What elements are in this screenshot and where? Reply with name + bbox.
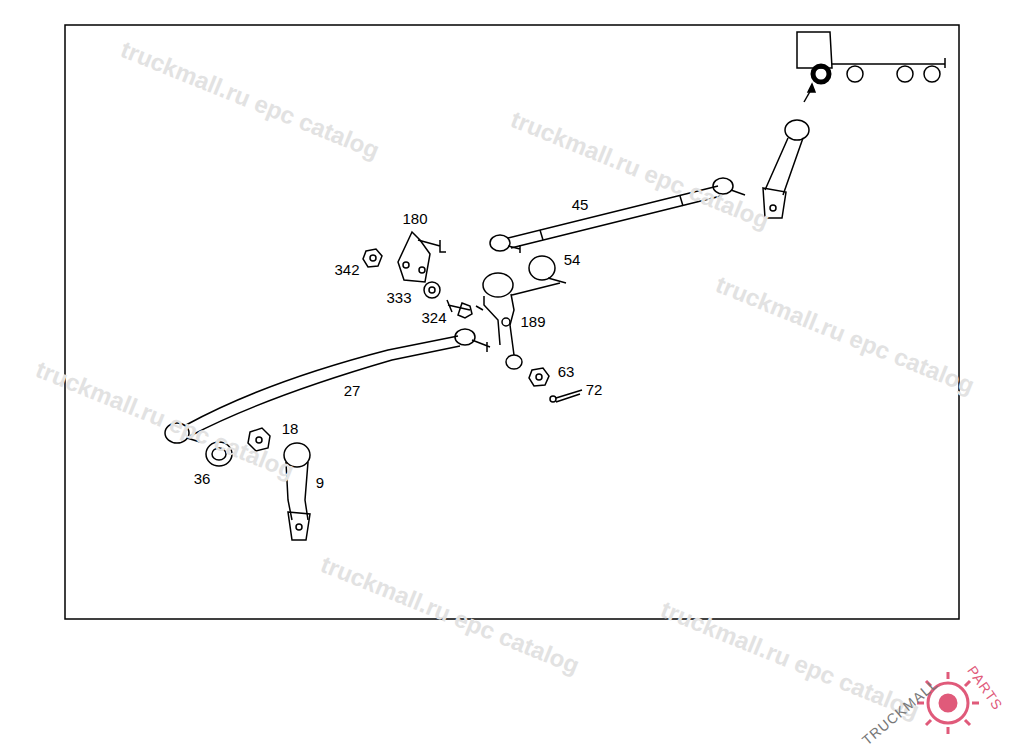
washer [424, 282, 440, 298]
callout-number: 36 [193, 471, 212, 486]
callout-number: 63 [557, 364, 576, 379]
dust-boot [529, 256, 566, 283]
callout-number: 9 [315, 475, 325, 490]
watermark: truckmall.ru epc catalog [658, 597, 923, 723]
bolt [447, 300, 472, 318]
callout-number: 342 [333, 262, 360, 277]
watermark: truckmall.ru epc catalog [713, 272, 978, 398]
callout-number: 333 [385, 290, 412, 305]
watermark: truckmall.ru epc catalog [508, 107, 773, 233]
callout-number: 45 [571, 197, 590, 212]
cotter-pin [550, 390, 582, 402]
nut [529, 368, 549, 386]
bracket [398, 232, 446, 282]
callout-number: 72 [585, 382, 604, 397]
callout-number: 180 [401, 211, 428, 226]
callout-number: 18 [281, 421, 300, 436]
nut [363, 249, 382, 267]
idler-arm [476, 273, 560, 369]
watermark: truckmall.ru epc catalog [118, 37, 383, 163]
truck-icon [797, 32, 945, 102]
watermark: truckmall.ru epc catalog [318, 552, 583, 678]
logo-text: PARTS [965, 663, 1005, 712]
watermark: truckmall.ru epc catalog [33, 357, 298, 483]
callout-number: 27 [343, 383, 362, 398]
callout-number: 54 [563, 252, 582, 267]
callout-number: 324 [420, 310, 447, 325]
callout-number: 189 [519, 314, 546, 329]
drop-arm [763, 120, 809, 218]
